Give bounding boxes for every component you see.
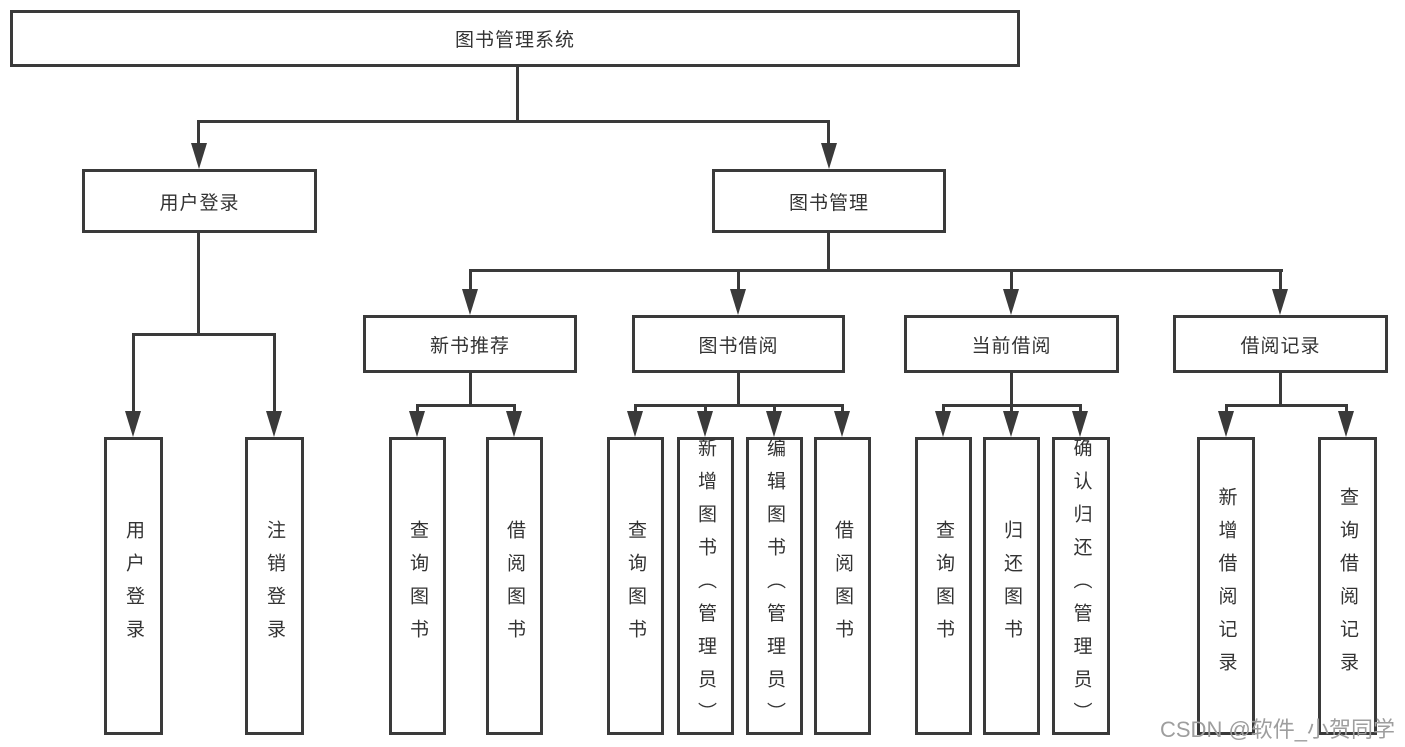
leaf-add-borrow-record: 新增借阅记录: [1197, 437, 1255, 735]
arrow-down-icon: [1072, 411, 1088, 437]
connector-line: [1010, 404, 1013, 416]
connector-line: [634, 404, 844, 407]
node-label: 图书借阅: [698, 335, 779, 357]
connector-line: [1010, 373, 1013, 407]
arrow-down-icon: [266, 411, 282, 437]
node-label: 借阅记录: [1240, 335, 1321, 357]
arrow-down-icon: [462, 289, 478, 315]
connector-line: [773, 404, 776, 416]
connector-line: [197, 233, 200, 336]
connector-line: [704, 404, 707, 416]
arrow-down-icon: [821, 143, 837, 169]
connector-line: [1345, 404, 1348, 416]
node-label: 借阅图书: [504, 520, 525, 652]
arrow-down-icon: [1003, 289, 1019, 315]
connector-line: [841, 404, 844, 416]
csdn-watermark: CSDN @软件_小贺同学: [1160, 717, 1396, 742]
connector-line: [132, 333, 135, 415]
node-user-login: 用户登录: [82, 169, 317, 233]
leaf-query-books-current: 查询图书: [915, 437, 972, 735]
leaf-query-books-borrowing: 查询图书: [607, 437, 664, 735]
leaf-add-books-admin: 新增图书（管理员）: [677, 437, 734, 735]
connector-line: [197, 120, 830, 123]
node-label: 图书管理: [788, 192, 869, 214]
connector-line: [827, 233, 830, 272]
node-label: 查询借阅记录: [1337, 487, 1358, 685]
connector-line: [1279, 373, 1282, 407]
arrow-down-icon: [506, 411, 522, 437]
connector-line: [942, 404, 945, 416]
connector-line: [197, 120, 200, 148]
node-label: 查询图书: [933, 520, 954, 652]
connector-line: [737, 269, 740, 293]
connector-line: [470, 269, 1283, 272]
arrow-down-icon: [1218, 411, 1234, 437]
arrow-down-icon: [1003, 411, 1019, 437]
connector-line: [1079, 404, 1082, 416]
node-label: 查询图书: [407, 520, 428, 652]
node-label: 归还图书: [1001, 520, 1022, 652]
arrow-down-icon: [125, 411, 141, 437]
leaf-confirm-return-admin: 确认归还（管理员）: [1052, 437, 1110, 735]
connector-line: [827, 120, 830, 148]
leaf-query-borrow-record: 查询借阅记录: [1318, 437, 1377, 735]
connector-line: [469, 373, 472, 407]
node-label: 注销登录: [264, 520, 285, 652]
node-label: 用户登录: [159, 192, 240, 214]
connector-line: [416, 404, 516, 407]
node-label: 新增借阅记录: [1215, 487, 1237, 685]
connector-line: [516, 67, 519, 123]
connector-line: [1225, 404, 1228, 416]
leaf-borrow-books: 借阅图书: [814, 437, 871, 735]
node-label: 用户登录: [123, 520, 144, 652]
arrow-down-icon: [1338, 411, 1354, 437]
arrow-down-icon: [935, 411, 951, 437]
connector-line: [273, 333, 276, 415]
connector-line: [469, 269, 472, 293]
leaf-logout: 注销登录: [245, 437, 304, 735]
node-label: 当前借阅: [971, 335, 1052, 357]
node-label: 确认归还（管理员）: [1070, 437, 1092, 735]
arrow-down-icon: [191, 143, 207, 169]
arrow-down-icon: [409, 411, 425, 437]
node-borrowing-records: 借阅记录: [1173, 315, 1388, 373]
node-current-borrowing: 当前借阅: [904, 315, 1119, 373]
node-label: 借阅图书: [832, 520, 853, 652]
leaf-edit-books-admin: 编辑图书（管理员）: [746, 437, 803, 735]
node-label: 查询图书: [625, 520, 646, 652]
connector-line: [513, 404, 516, 416]
arrow-down-icon: [730, 289, 746, 315]
connector-line: [634, 404, 637, 416]
leaf-return-books: 归还图书: [983, 437, 1040, 735]
connector-line: [1279, 269, 1282, 293]
node-book-management: 图书管理: [712, 169, 946, 233]
connector-line: [1010, 269, 1013, 293]
node-book-borrowing: 图书借阅: [632, 315, 845, 373]
connector-line: [132, 333, 276, 336]
connector-line: [1225, 404, 1348, 407]
arrow-down-icon: [627, 411, 643, 437]
node-label: 编辑图书（管理员）: [764, 437, 785, 735]
node-label: 新书推荐: [429, 335, 510, 357]
connector-line: [737, 373, 740, 407]
arrow-down-icon: [1272, 289, 1288, 315]
node-label: 图书管理系统: [454, 30, 575, 51]
arrow-down-icon: [697, 411, 713, 437]
leaf-user-login: 用户登录: [104, 437, 163, 735]
node-library-management-system: 图书管理系统: [10, 10, 1020, 67]
leaf-borrow-books-recommend: 借阅图书: [486, 437, 543, 735]
node-new-book-recommendation: 新书推荐: [363, 315, 577, 373]
leaf-query-books-recommend: 查询图书: [389, 437, 446, 735]
arrow-down-icon: [834, 411, 850, 437]
arrow-down-icon: [766, 411, 782, 437]
node-label: 新增图书（管理员）: [695, 437, 716, 735]
connector-line: [416, 404, 419, 416]
